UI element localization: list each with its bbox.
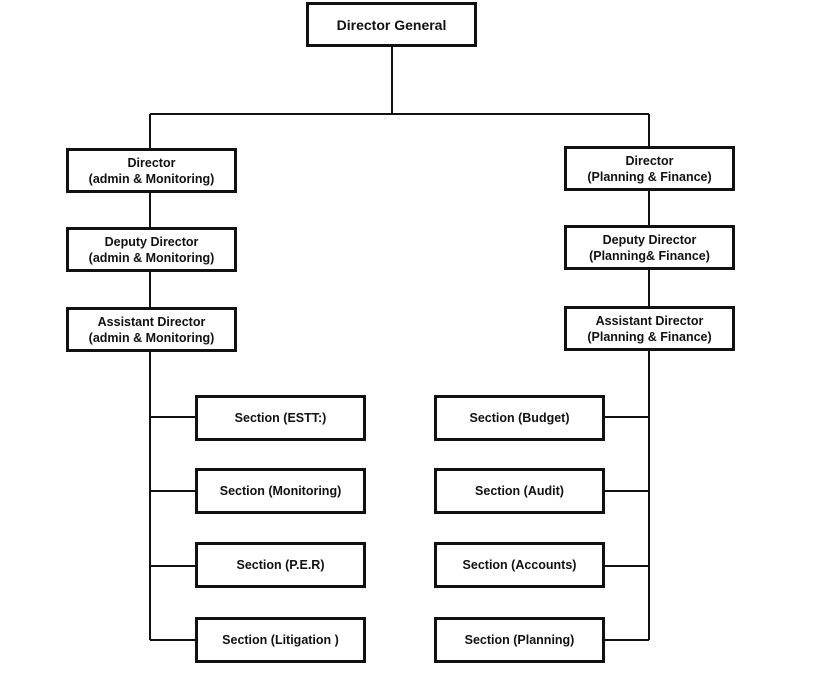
right-section-box-3: Section (Accounts) [434, 542, 605, 588]
right-section-label-2: Section (Audit) [475, 484, 564, 498]
left-director-dept: (admin & Monitoring) [88, 171, 215, 186]
right-section-box-2: Section (Audit) [434, 468, 605, 514]
right-director-title: Director [625, 153, 674, 168]
right-section-box-1: Section (Budget) [434, 395, 605, 441]
right-director-dept: (Planning & Finance) [587, 169, 712, 184]
right-section-label-4: Section (Planning) [464, 633, 575, 647]
left-deputy-director-box: Deputy Director (admin & Monitoring) [66, 227, 237, 272]
left-deputy-director-title: Deputy Director [104, 234, 199, 249]
left-section-box-1: Section (ESTT:) [195, 395, 366, 441]
left-deputy-director-dept: (admin & Monitoring) [88, 250, 215, 265]
right-deputy-director-dept: (Planning& Finance) [589, 248, 710, 263]
left-section-box-2: Section (Monitoring) [195, 468, 366, 514]
left-director-title: Director [127, 155, 176, 170]
left-director-box: Director (admin & Monitoring) [66, 148, 237, 193]
left-section-box-4: Section (Litigation ) [195, 617, 366, 663]
left-section-label-4: Section (Litigation ) [222, 633, 339, 647]
right-section-label-1: Section (Budget) [469, 411, 570, 425]
left-section-label-3: Section (P.E.R) [236, 558, 325, 572]
left-section-label-2: Section (Monitoring) [219, 484, 342, 498]
right-deputy-director-box: Deputy Director (Planning& Finance) [564, 225, 735, 270]
right-assistant-director-box: Assistant Director (Planning & Finance) [564, 306, 735, 351]
left-section-box-3: Section (P.E.R) [195, 542, 366, 588]
left-section-label-1: Section (ESTT:) [234, 411, 327, 425]
right-section-box-4: Section (Planning) [434, 617, 605, 663]
right-deputy-director-title: Deputy Director [602, 232, 697, 247]
right-assistant-director-title: Assistant Director [595, 313, 704, 328]
right-director-box: Director (Planning & Finance) [564, 146, 735, 191]
left-assistant-director-box: Assistant Director (admin & Monitoring) [66, 307, 237, 352]
right-assistant-director-dept: (Planning & Finance) [587, 329, 712, 344]
left-assistant-director-dept: (admin & Monitoring) [88, 330, 215, 345]
right-section-label-3: Section (Accounts) [462, 558, 577, 572]
director-general-box: Director General [306, 2, 477, 47]
left-assistant-director-title: Assistant Director [97, 314, 206, 329]
director-general-label: Director General [336, 16, 447, 33]
